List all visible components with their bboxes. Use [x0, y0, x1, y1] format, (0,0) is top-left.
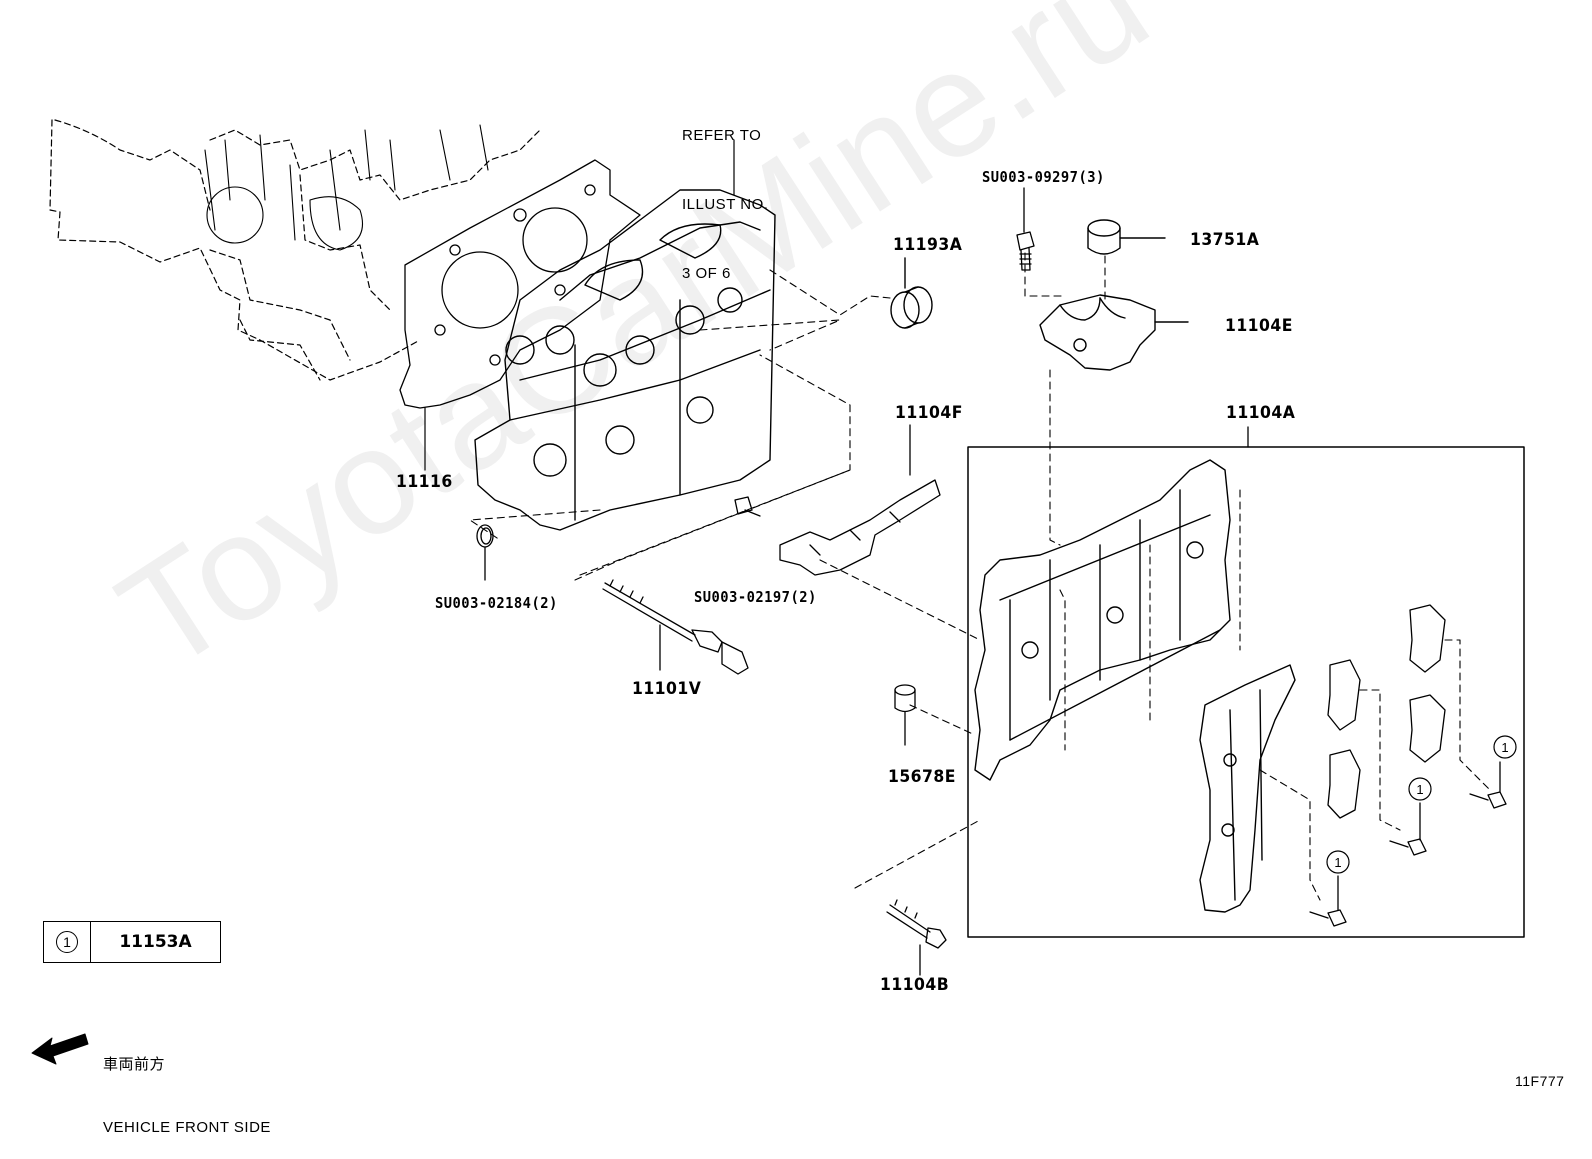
- label-11104F[interactable]: 11104F: [895, 403, 963, 423]
- plate-11104F: [779, 424, 941, 576]
- diagram-code: 11F777: [1515, 1073, 1565, 1089]
- cam-housing: [974, 459, 1231, 781]
- callout-1-b: 1: [1416, 782, 1423, 797]
- direction-note: 車両前方 VEHICLE FRONT SIDE: [103, 1012, 271, 1159]
- bolt-su00309297: [1016, 187, 1035, 271]
- direction-japanese: 車両前方: [103, 1055, 166, 1073]
- dowel-15678E: [894, 684, 916, 746]
- refer-note-line-3: 3 OF 6: [682, 265, 731, 282]
- engine-block-outline: [49, 119, 541, 381]
- refer-note-line-2: ILLUST NO.: [682, 196, 769, 213]
- assembly-box-11104A: [967, 446, 1525, 938]
- legend: 1 11153A: [43, 921, 221, 963]
- cylinder-head: [474, 189, 776, 531]
- head-gasket: [399, 159, 641, 409]
- callout-1-a: 1: [1501, 740, 1508, 755]
- guide-lines: [469, 252, 1106, 889]
- cam-caps: [1327, 604, 1446, 819]
- callout-circles: [1326, 735, 1517, 874]
- label-su00302197[interactable]: SU003-02197(2): [694, 588, 817, 606]
- legend-symbol-cell: 1: [44, 922, 91, 962]
- oil-seal-11193A: [890, 257, 933, 329]
- label-11116[interactable]: 11116: [396, 472, 453, 492]
- cam-housing-guides: [1059, 489, 1241, 751]
- callout-bolts: [1309, 761, 1507, 927]
- label-11104A[interactable]: 11104A: [1226, 403, 1296, 423]
- oring-su00302184: [476, 524, 494, 581]
- label-11104B[interactable]: 11104B: [880, 975, 950, 995]
- legend-part-number[interactable]: 11153A: [119, 932, 192, 952]
- callout-1-c: 1: [1334, 855, 1341, 870]
- label-11193A[interactable]: 11193A: [893, 235, 963, 255]
- parts-diagram: 1 1 1: [31, 119, 1525, 1065]
- bolt-su00302197: [734, 496, 761, 517]
- engine-block-lines: [204, 124, 489, 251]
- label-11101V[interactable]: 11101V: [632, 679, 702, 699]
- refer-note: REFER TO ILLUST NO. 3 OF 6: [682, 78, 768, 308]
- label-15678E[interactable]: 15678E: [888, 767, 956, 787]
- label-11104E[interactable]: 11104E: [1225, 316, 1293, 336]
- cap-guides: [1259, 639, 1491, 901]
- side-housing: [1199, 664, 1296, 913]
- refer-note-line-1: REFER TO: [682, 127, 762, 144]
- label-su00309297[interactable]: SU003-09297(3): [982, 168, 1105, 186]
- bolt-11104B: [886, 899, 947, 976]
- cam-cap-11104E: [1039, 294, 1189, 371]
- label-13751A[interactable]: 13751A: [1190, 230, 1260, 250]
- legend-symbol: 1: [56, 931, 78, 953]
- sleeve-13751A: [1087, 219, 1166, 255]
- direction-english: VEHICLE FRONT SIDE: [103, 1119, 271, 1136]
- head-bolt-11101V: [602, 579, 749, 675]
- front-arrow-icon: [31, 1033, 89, 1065]
- label-su00302184[interactable]: SU003-02184(2): [435, 594, 558, 612]
